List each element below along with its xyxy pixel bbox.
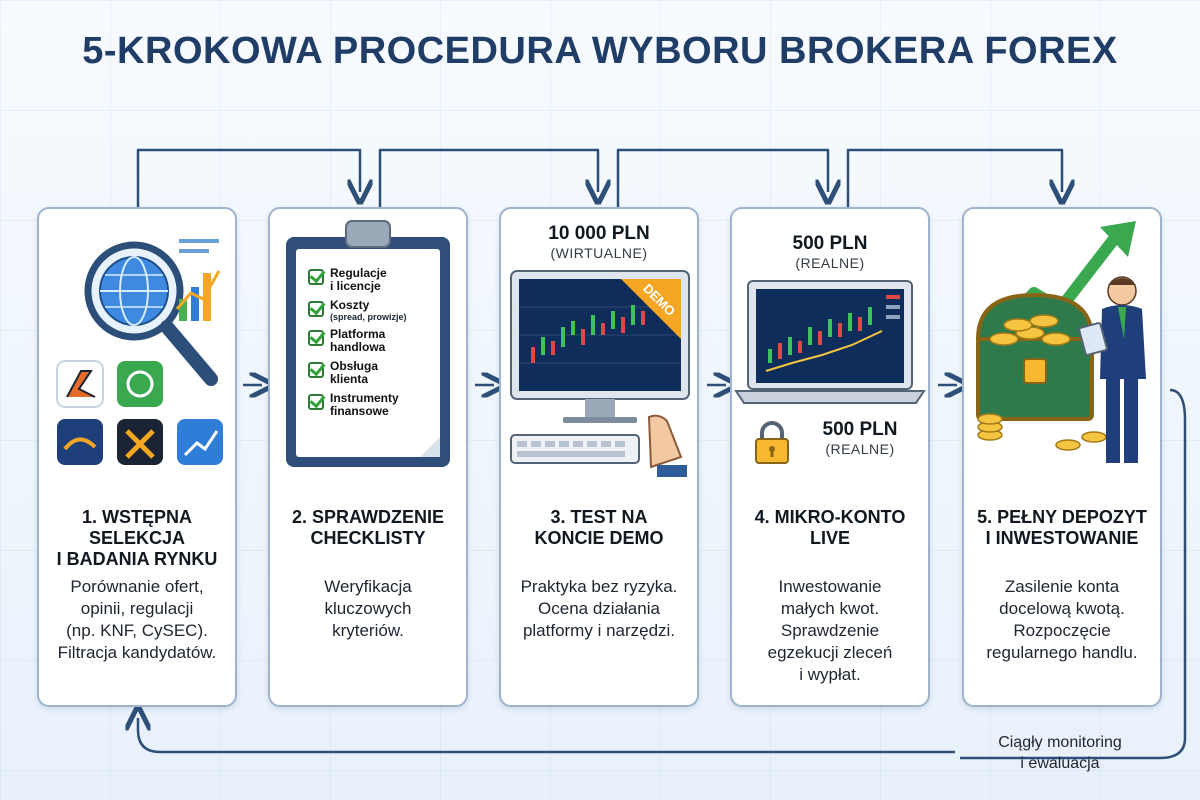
step-card-5: 5. PEŁNY DEPOZYT I INWESTOWANIE Zasileni… bbox=[962, 207, 1162, 707]
step-3-title: 3. TEST NA KONCIE DEMO bbox=[534, 507, 664, 548]
candlestick-chart bbox=[768, 307, 872, 363]
checklist-label: Regulacje i licencje bbox=[330, 266, 387, 293]
check-icon bbox=[308, 362, 324, 378]
checklist-item: Regulacje i licencje bbox=[308, 267, 448, 293]
check-icon bbox=[308, 394, 324, 410]
checklist-label: Obsługa klienta bbox=[330, 359, 379, 386]
connector-arrow-1-2 bbox=[136, 148, 360, 207]
monitoring-label: Ciągły monitoring i ewaluacja bbox=[998, 734, 1122, 772]
connector-arrow-2-3 bbox=[378, 148, 598, 207]
step-3-description: Praktyka bez ryzyka. Ocena działania pla… bbox=[520, 577, 678, 640]
broker-logo-2-icon bbox=[117, 361, 163, 407]
step-4-title: 4. MIKRO-KONTO LIVE bbox=[754, 507, 906, 548]
broker-logo-3-icon bbox=[57, 419, 103, 465]
bar-chart-icon bbox=[175, 239, 221, 321]
broker-logo-1-icon bbox=[56, 360, 104, 408]
step-2-description: Weryfikacja kluczowych kryteriów. bbox=[324, 577, 412, 640]
feedback-loop-arrow bbox=[960, 388, 1187, 760]
step-2-title: 2. SPRAWDZENIE CHECKLISTY bbox=[291, 507, 445, 548]
padlock-icon bbox=[755, 421, 789, 464]
connector-arrow-3-4 bbox=[616, 148, 828, 207]
check-icon bbox=[308, 269, 324, 285]
checklist-item: Platforma handlowa bbox=[308, 328, 448, 354]
real-amount-bottom-value: 500 PLN bbox=[822, 419, 898, 440]
broker-logo-4-icon bbox=[117, 419, 163, 465]
checklist: Regulacje i licencje Koszty (spread, pro… bbox=[308, 267, 448, 424]
step-5-title: 5. PEŁNY DEPOZYT I INWESTOWANIE bbox=[977, 507, 1147, 548]
step-card-2: Regulacje i licencje Koszty (spread, pro… bbox=[268, 207, 468, 707]
connector-arrow-4-5 bbox=[846, 148, 1062, 207]
clipboard-clip-icon bbox=[345, 220, 391, 248]
step-4-description: Inwestowanie małych kwot. Sprawdzenie eg… bbox=[767, 577, 893, 684]
laptop-illustration bbox=[734, 280, 926, 404]
real-amount-top-label: (REALNE) bbox=[795, 255, 865, 271]
step-card-1: 1. WSTĘPNA SELEKCJA I BADANIA RYNKU Poró… bbox=[37, 207, 237, 707]
check-icon bbox=[308, 330, 324, 346]
research-illustration bbox=[56, 239, 223, 465]
virtual-amount-label: (WIRTUALNE) bbox=[550, 245, 648, 261]
hand-mouse-icon bbox=[647, 414, 687, 477]
demo-computer-illustration: DEMO bbox=[510, 270, 690, 477]
step-5-description: Zasilenie konta docelową kwotą. Rozpoczę… bbox=[986, 577, 1138, 662]
step-card-4: 500 PLN (REALNE) 500 PLN (RE bbox=[730, 207, 930, 707]
step-card-3: 10 000 PLN (WIRTUALNE) DEMO bbox=[499, 207, 699, 707]
magnifier-globe-icon bbox=[84, 241, 218, 386]
checklist-label: Platforma handlowa bbox=[330, 327, 386, 354]
checklist-label: Instrumenty finansowe bbox=[330, 391, 399, 418]
broker-logo-5-icon bbox=[177, 419, 223, 465]
real-amount-top-value: 500 PLN bbox=[792, 233, 868, 254]
real-amount-bottom: 500 PLN (REALNE) bbox=[792, 419, 928, 457]
check-icon bbox=[308, 301, 324, 317]
checklist-item: Instrumenty finansowe bbox=[308, 392, 448, 418]
page-title: 5-KROKOWA PROCEDURA WYBORU BROKERA FOREX bbox=[82, 30, 1118, 72]
virtual-amount: 10 000 PLN (WIRTUALNE) bbox=[501, 223, 697, 261]
step-1-description: Porównanie ofert, opinii, regulacji (np.… bbox=[57, 577, 217, 662]
investor-figure-icon bbox=[1078, 276, 1146, 463]
checklist-sublabel: (spread, prowizje) bbox=[330, 312, 407, 322]
clipboard-illustration bbox=[286, 220, 450, 467]
treasure-investor-illustration bbox=[975, 221, 1146, 463]
candlestick-chart bbox=[531, 305, 645, 363]
real-amount-bottom-label: (REALNE) bbox=[825, 441, 895, 457]
feedback-loop-return bbox=[138, 718, 955, 754]
treasure-chest-icon bbox=[975, 292, 1107, 451]
checklist-item: Koszty (spread, prowizje) bbox=[308, 299, 448, 322]
checklist-item: Obsługa klienta bbox=[308, 360, 448, 386]
step-1-title: 1. WSTĘPNA SELEKCJA I BADANIA RYNKU bbox=[56, 507, 218, 569]
keyboard-icon bbox=[510, 434, 640, 464]
virtual-amount-value: 10 000 PLN bbox=[548, 223, 650, 244]
checklist-label: Koszty bbox=[330, 298, 370, 312]
real-amount-top: 500 PLN (REALNE) bbox=[732, 233, 928, 271]
